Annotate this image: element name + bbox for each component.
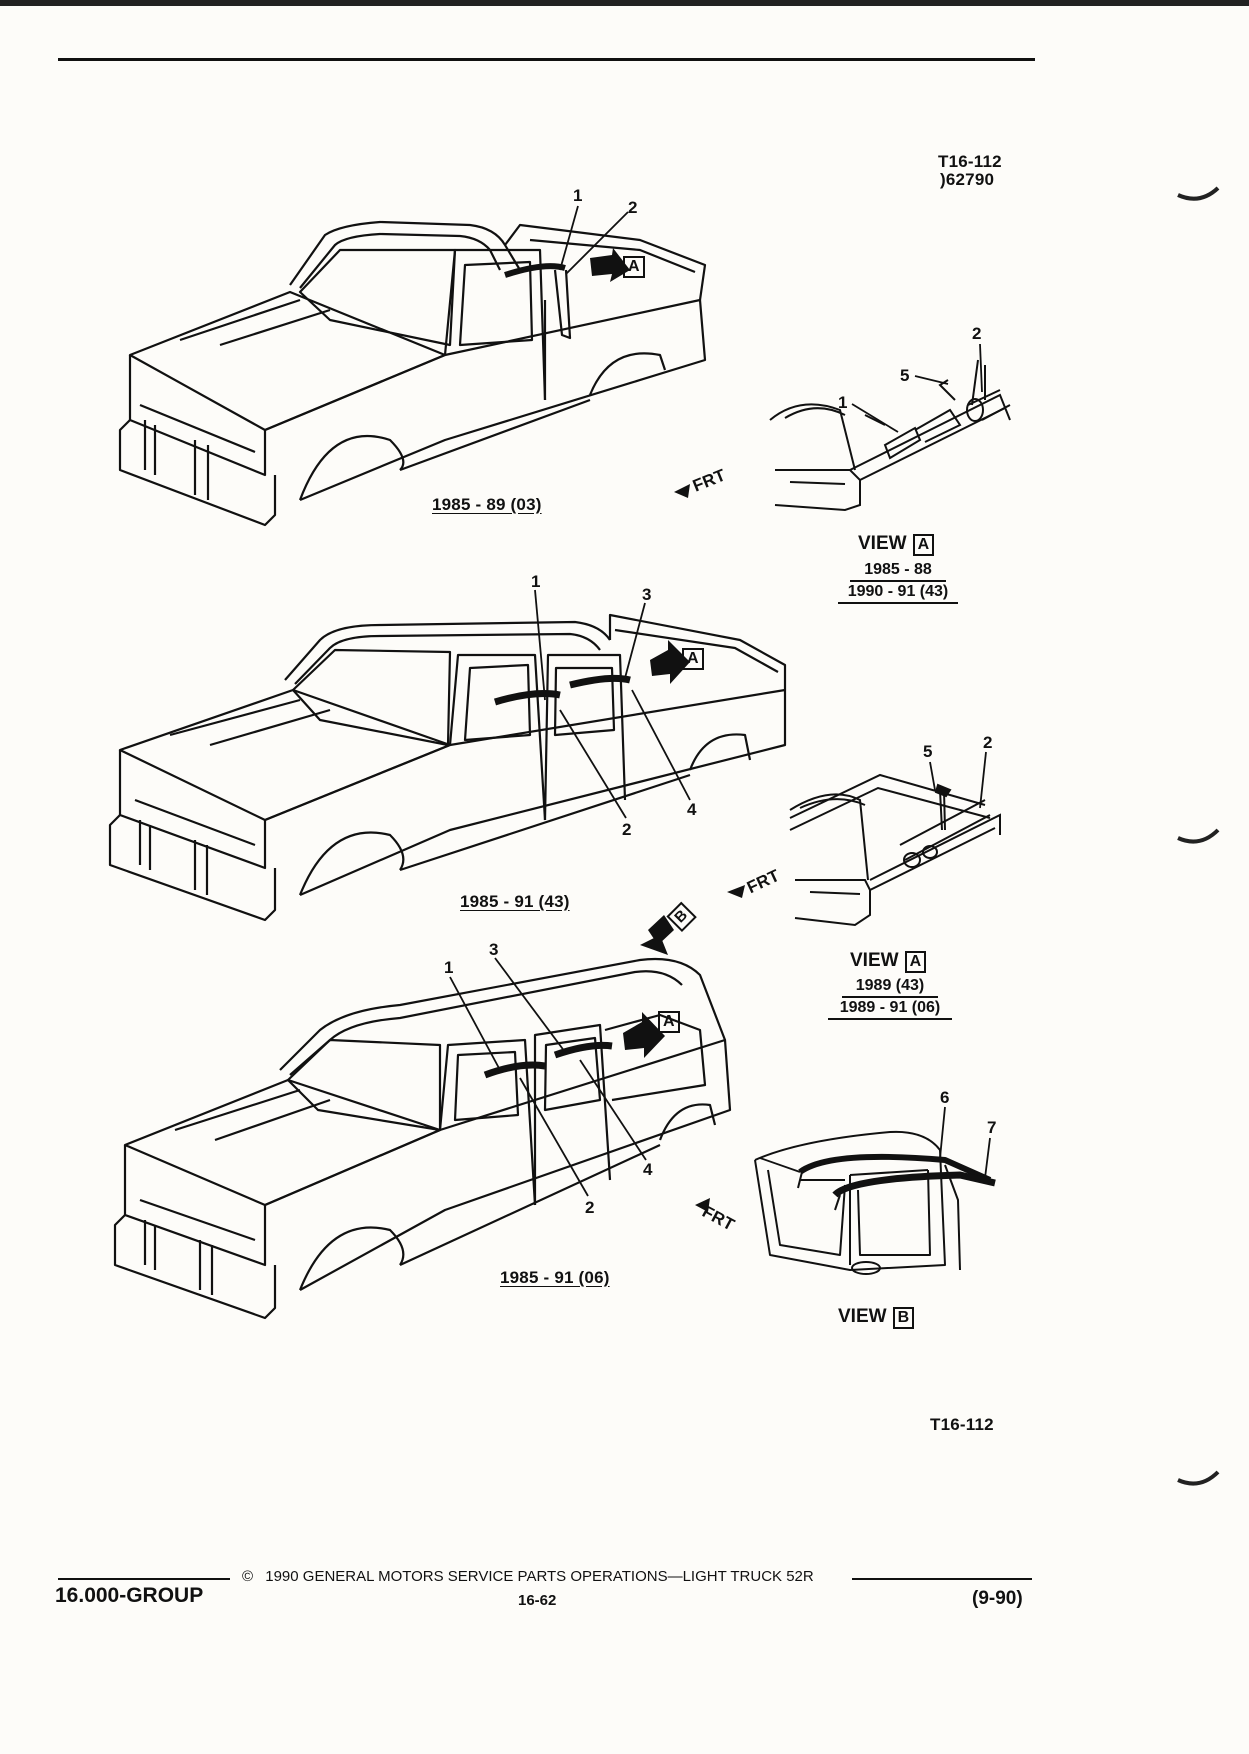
caption-crew-cab: 1985 - 91 (43)	[460, 892, 570, 911]
copyright-symbol: ©	[242, 1568, 254, 1585]
callout-2-view-a-mid: 2	[983, 733, 993, 752]
footer-copyright: © 1990 GENERAL MOTORS SERVICE PARTS OPER…	[242, 1568, 814, 1585]
header-rule	[58, 58, 1035, 61]
callout-2-bottom: 2	[585, 1198, 595, 1217]
callout-1-bottom: 1	[444, 958, 454, 977]
arrow-box-a-top: A	[617, 256, 645, 278]
frt-label-top: FRT	[690, 465, 729, 496]
view-b-box: B	[892, 1307, 915, 1329]
callout-2-mid: 2	[622, 820, 632, 839]
footer-rule-left	[58, 1578, 230, 1580]
box-a-mid: A	[682, 648, 704, 670]
footer-rule-right	[852, 1578, 1032, 1580]
callout-3-mid: 3	[642, 585, 652, 604]
arrow-box-a-mid: A	[676, 648, 704, 670]
callout-4-mid: 4	[687, 800, 697, 819]
arrow-box-a-bottom: A	[652, 1011, 680, 1033]
callout-4-bottom: 4	[643, 1160, 653, 1179]
callout-5-view-a-mid: 5	[923, 742, 933, 761]
callout-1-top: 1	[573, 186, 583, 205]
copyright-text: 1990 GENERAL MOTORS SERVICE PARTS OPERAT…	[265, 1568, 814, 1585]
caption-suburban: 1985 - 91 (06)	[500, 1268, 610, 1287]
callout-1-view-a-top: 1	[838, 393, 848, 412]
box-a-top: A	[623, 256, 645, 278]
view-a-year-4: 1989 - 91 (06)	[828, 998, 952, 1020]
callout-7-view-b: 7	[987, 1118, 997, 1137]
footer-page-number: 16-62	[518, 1592, 557, 1609]
callout-6-view-b: 6	[940, 1088, 950, 1107]
callout-2-top: 2	[628, 198, 638, 217]
frt-label-mid: FRT	[744, 865, 783, 898]
header-subcode: )62790	[940, 170, 995, 189]
top-edge-border	[0, 0, 1249, 6]
view-a-years-mid: 1989 (43) 1989 - 91 (06)	[828, 976, 952, 1020]
view-a-box-top: A	[912, 534, 935, 556]
footer-date: (9-90)	[972, 1588, 1023, 1609]
callout-5-view-a-top: 5	[900, 366, 910, 385]
footer-group: 16.000-GROUP	[55, 1584, 204, 1607]
callout-2-view-a-top: 2	[972, 324, 982, 343]
view-a-year-2: 1990 - 91 (43)	[838, 582, 958, 604]
arrow-box-b: B	[662, 901, 697, 937]
frt-label-bottom: FRT	[699, 1202, 738, 1235]
callout-1-mid: 1	[531, 572, 541, 591]
view-a-year-3: 1989 (43)	[842, 976, 938, 998]
view-a-years-top: 1985 - 88 1990 - 91 (43)	[838, 560, 958, 604]
view-a-box-mid: A	[904, 951, 927, 973]
view-a-year-1: 1985 - 88	[850, 560, 946, 582]
box-a-bottom: A	[658, 1011, 680, 1033]
callout-3-bottom: 3	[489, 940, 499, 959]
box-b-arrow: B	[666, 901, 697, 933]
caption-regular-cab: 1985 - 89 (03)	[432, 495, 542, 514]
header-code: T16-112	[938, 152, 1002, 171]
figure-code-bottom: T16-112	[930, 1415, 994, 1434]
